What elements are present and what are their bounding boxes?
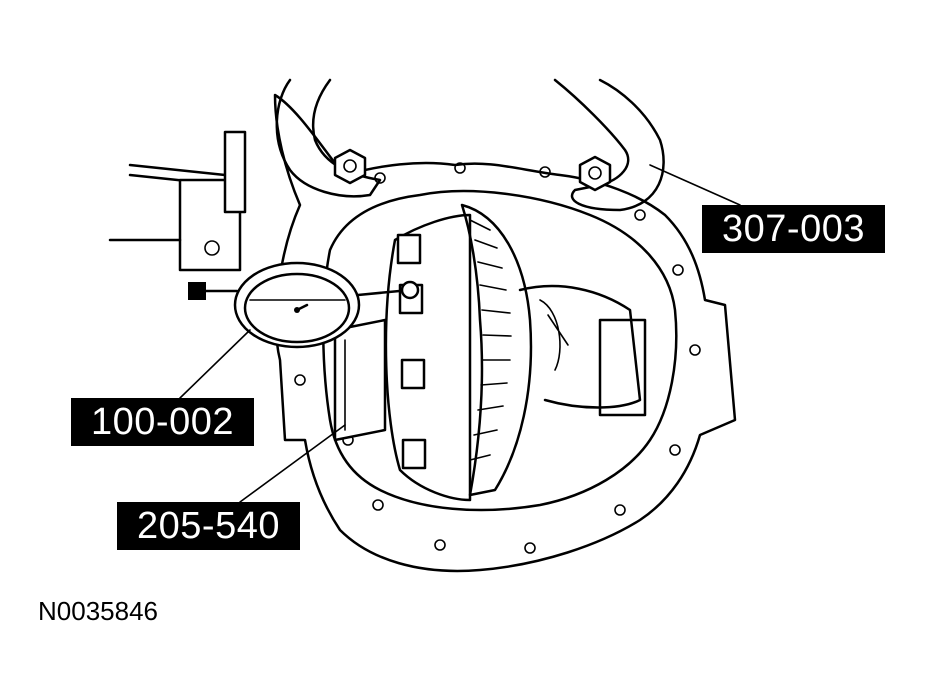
callout-307-003: 307-003 xyxy=(702,205,885,253)
ring-gear xyxy=(460,203,533,497)
ring-gear-bolts xyxy=(396,233,427,470)
leader-205-540 xyxy=(239,424,346,503)
spreader-bolt-left xyxy=(333,148,367,185)
spreader-bolt-right xyxy=(578,155,612,192)
leader-100-002 xyxy=(179,329,251,399)
spreader-arm-left xyxy=(275,78,382,198)
ring-gear-teeth xyxy=(469,219,512,461)
callout-100-002: 100-002 xyxy=(71,398,254,446)
leader-307-003 xyxy=(649,164,741,206)
callout-205-540: 205-540 xyxy=(117,502,300,550)
bearing-cap xyxy=(598,318,647,417)
spreader-arm-right xyxy=(553,78,665,212)
figure-id: N0035846 xyxy=(38,596,158,626)
tool-205-540-block xyxy=(333,318,387,442)
carrier-hub xyxy=(518,284,642,409)
dial-indicator xyxy=(108,130,420,349)
